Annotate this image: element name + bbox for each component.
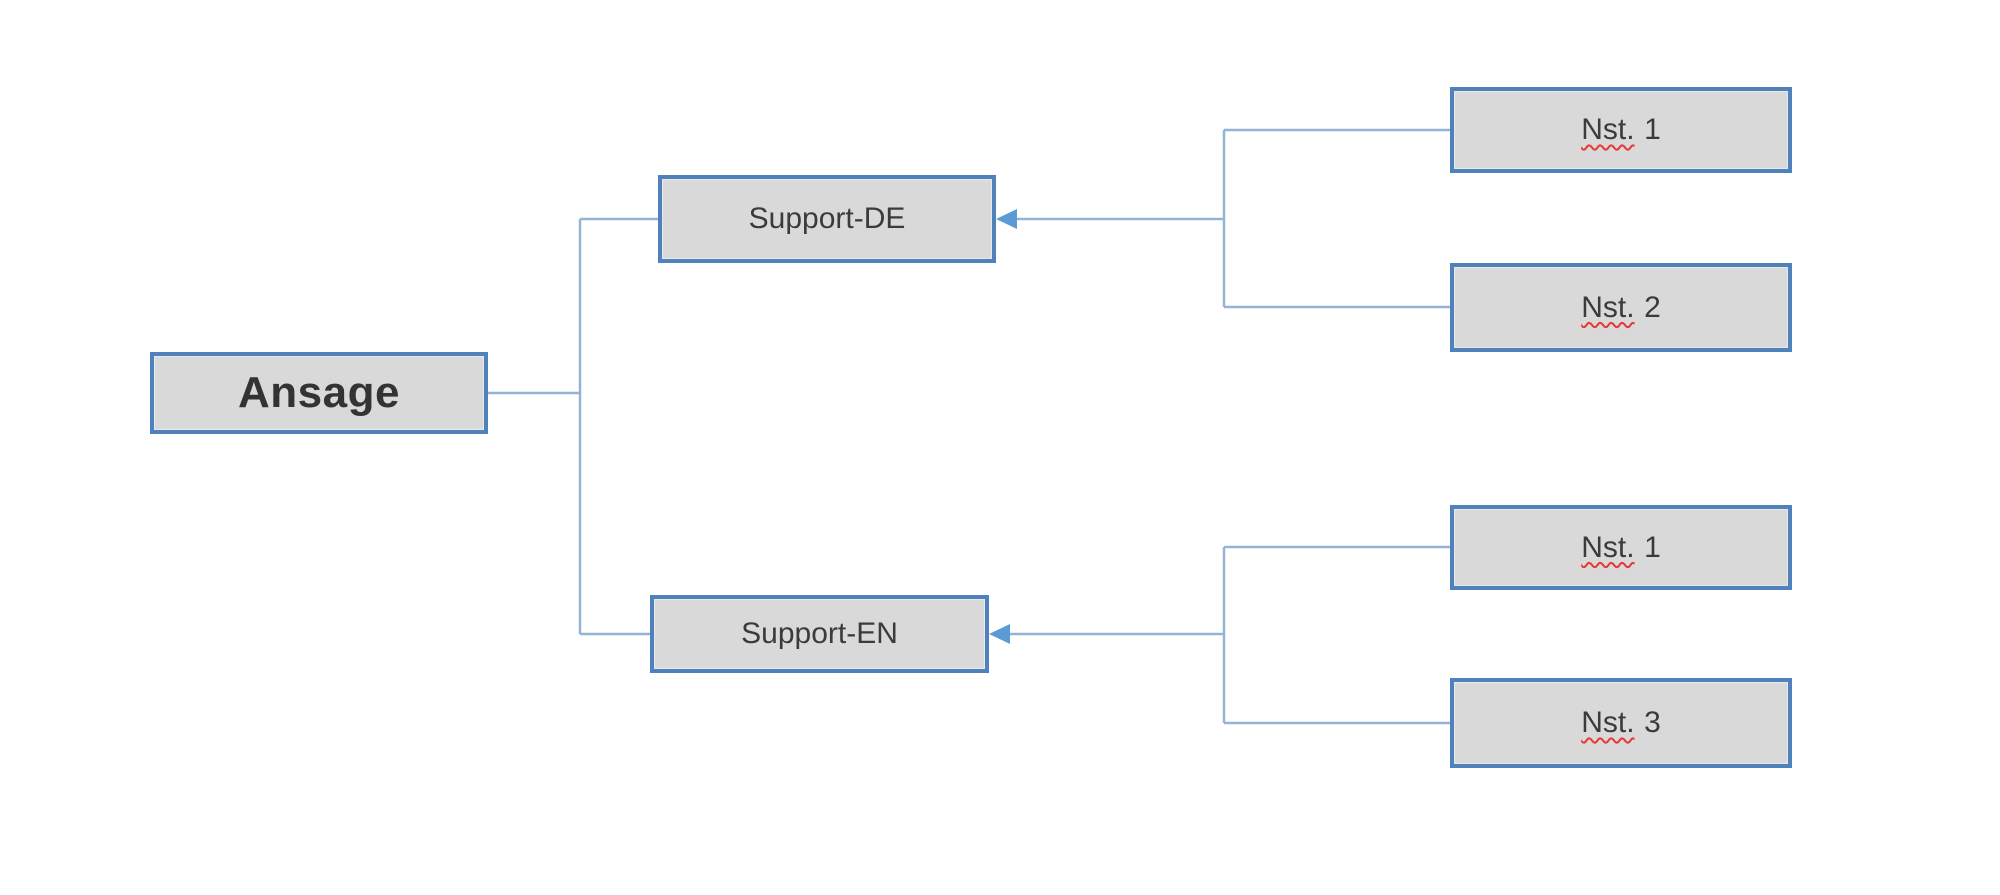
node-nst-2-word: Nst.	[1581, 290, 1635, 324]
node-nst-2: Nst. 2	[1450, 263, 1792, 352]
node-nst-1-top-word: Nst.	[1581, 113, 1635, 146]
node-nst-1-top-num: 1	[1644, 113, 1661, 146]
node-ansage-label: Ansage	[238, 368, 400, 417]
node-nst-1-top: Nst. 1	[1450, 87, 1792, 173]
node-nst-1-bottom-num: 1	[1644, 530, 1661, 564]
node-support-en: Support-EN	[650, 595, 989, 673]
node-nst-3: Nst. 3	[1450, 678, 1792, 768]
connector-ansage-to-supports	[488, 217, 658, 636]
node-support-de-label: Support-DE	[748, 202, 906, 235]
arrowhead-support-de	[996, 209, 1017, 229]
connector-nst-to-support-en	[1010, 545, 1450, 725]
node-nst-3-word: Nst.	[1581, 706, 1635, 739]
node-ansage: Ansage	[150, 352, 488, 434]
node-support-de: Support-DE	[658, 175, 996, 263]
node-nst-1-bottom: Nst. 1	[1450, 505, 1792, 590]
connector-nst-to-support-de	[1014, 128, 1450, 309]
node-nst-2-num: 2	[1644, 290, 1661, 324]
arrowhead-support-en	[989, 624, 1010, 644]
node-support-en-label: Support-EN	[741, 617, 898, 650]
node-nst-3-num: 3	[1644, 706, 1661, 739]
node-nst-1-bottom-word: Nst.	[1581, 530, 1635, 564]
